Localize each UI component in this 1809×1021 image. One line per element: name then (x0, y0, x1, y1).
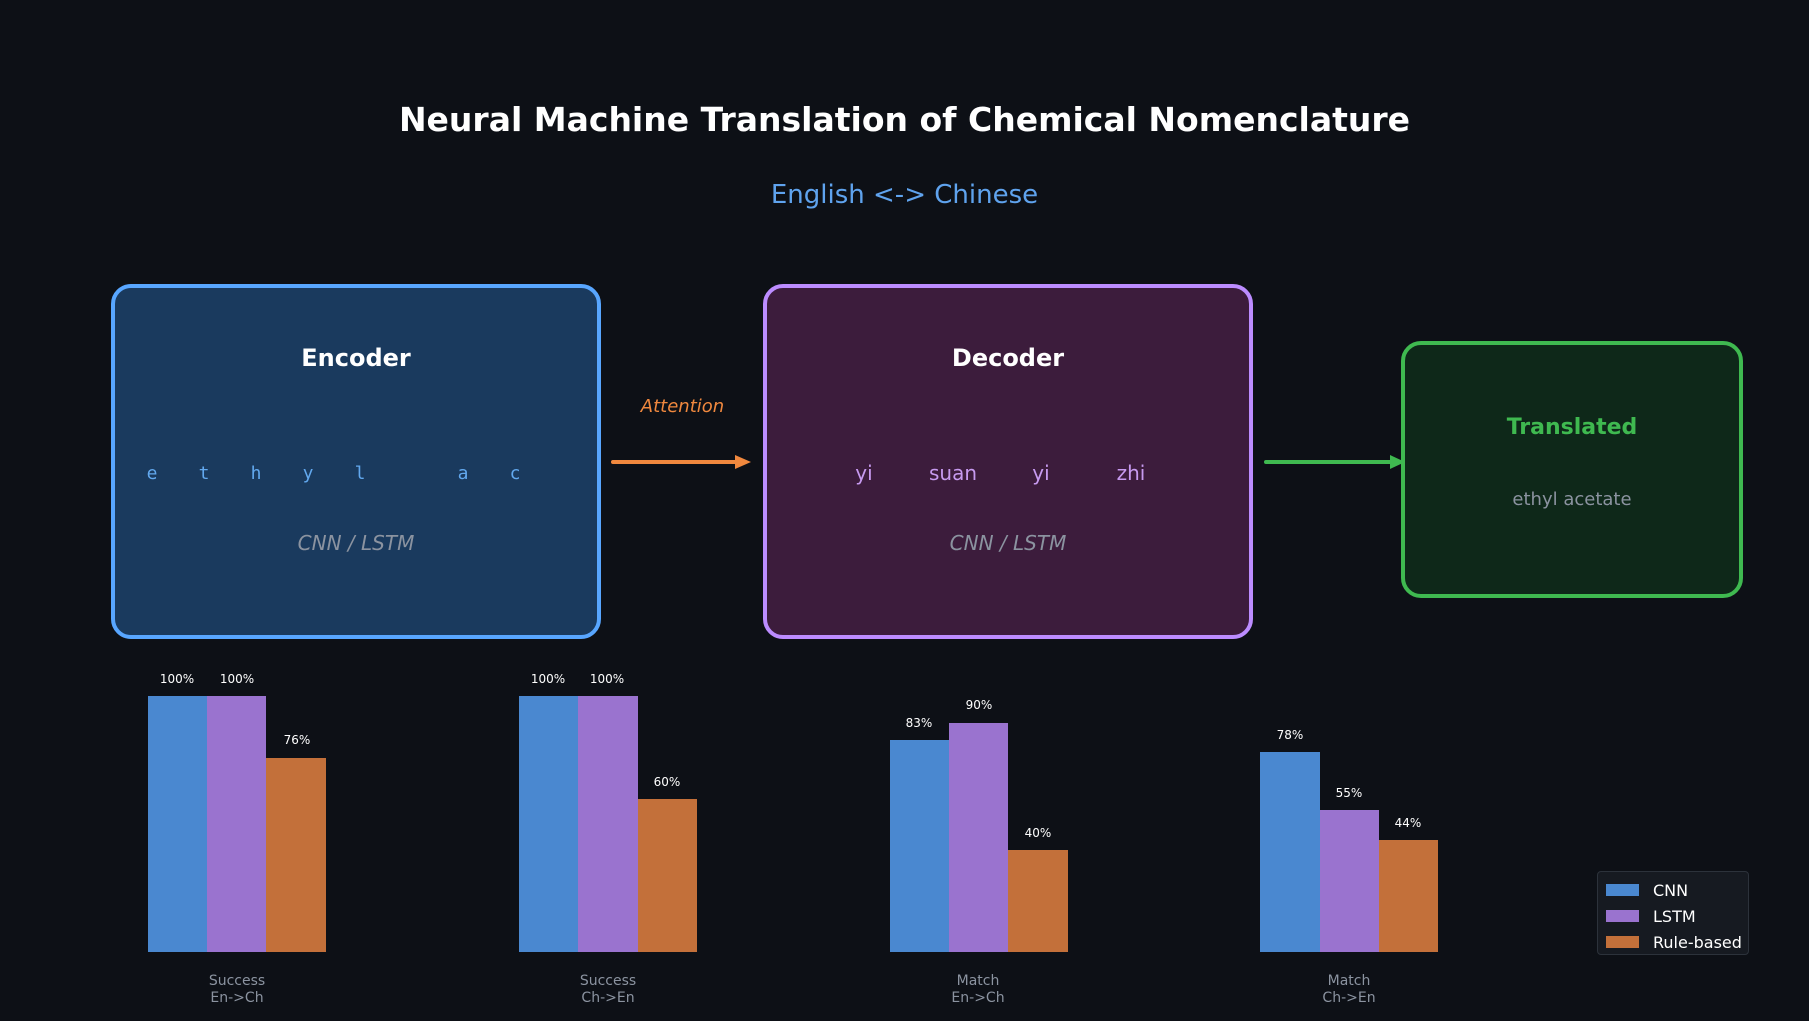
legend-swatch-rule-based (1606, 936, 1639, 948)
bar-value-label: 55% (1335, 786, 1363, 800)
bar-rule-based (266, 758, 326, 952)
attention-arrow-icon (611, 455, 751, 469)
bar-lstm (207, 696, 266, 952)
encoder-token: t (198, 463, 210, 484)
bar-rule-based (1008, 850, 1068, 952)
output-arrow-icon (1264, 455, 1405, 469)
translated-text: ethyl acetate (1512, 489, 1632, 510)
bar-cnn (1260, 752, 1320, 952)
bar-value-label: 100% (219, 672, 255, 686)
attention-label: Attention (640, 396, 725, 417)
bar-cnn (890, 740, 949, 952)
decoder-token: yi (1032, 461, 1050, 485)
bar-lstm (949, 723, 1008, 952)
decoder-model-label: CNN / LSTM (949, 531, 1067, 555)
decoder-token: yi (855, 461, 873, 485)
legend-swatch-cnn (1606, 884, 1639, 896)
bar-cnn (519, 696, 578, 952)
encoder-token: e (146, 463, 158, 484)
bar-value-label: 60% (653, 775, 681, 789)
category-label: Success En->Ch (208, 973, 266, 1006)
translated-box: Translated ethyl acetate (1401, 341, 1743, 598)
bar-rule-based (1379, 840, 1438, 952)
bar-rule-based (638, 799, 697, 952)
bar-lstm (1320, 810, 1379, 952)
encoder-token: c (509, 463, 521, 484)
chart-legend: CNN LSTM Rule-based (1597, 871, 1749, 955)
bar-value-label: 100% (159, 672, 195, 686)
legend-item-rule-based: Rule-based (1606, 933, 1742, 952)
category-label: Success Ch->En (579, 973, 637, 1006)
encoder-token: a (457, 463, 469, 484)
decoder-token: zhi (1116, 461, 1146, 485)
legend-swatch-lstm (1606, 910, 1639, 922)
bar-value-label: 78% (1276, 728, 1304, 742)
category-label: Match Ch->En (1322, 973, 1376, 1006)
legend-item-lstm: LSTM (1606, 907, 1696, 926)
encoder-token: h (250, 463, 262, 484)
bar-value-label: 76% (283, 733, 311, 747)
encoder-box: Encoder e t h y l a c CNN / LSTM (111, 284, 601, 639)
bar-value-label: 83% (905, 716, 933, 730)
legend-item-cnn: CNN (1606, 881, 1688, 900)
encoder-token: y (302, 463, 314, 484)
page-title: Neural Machine Translation of Chemical N… (398, 100, 1411, 139)
bar-value-label: 100% (589, 672, 625, 686)
encoder-title: Encoder (301, 344, 411, 372)
page-subtitle: English <-> Chinese (770, 180, 1039, 210)
bar-cnn (148, 696, 207, 952)
encoder-token: l (354, 463, 366, 484)
bar-lstm (578, 696, 638, 952)
decoder-box: Decoder yi suan yi zhi CNN / LSTM (763, 284, 1253, 639)
category-label: Match En->Ch (951, 973, 1005, 1006)
translated-title: Translated (1506, 415, 1638, 440)
decoder-title: Decoder (951, 344, 1065, 372)
decoder-token: suan (928, 461, 978, 485)
bar-value-label: 100% (530, 672, 566, 686)
bar-value-label: 44% (1394, 816, 1422, 830)
encoder-model-label: CNN / LSTM (297, 531, 415, 555)
bar-chart: 100% 100% 76% Success En->Ch 100% 100% 6… (0, 660, 1809, 1021)
bar-value-label: 90% (965, 698, 993, 712)
bar-value-label: 40% (1024, 826, 1052, 840)
